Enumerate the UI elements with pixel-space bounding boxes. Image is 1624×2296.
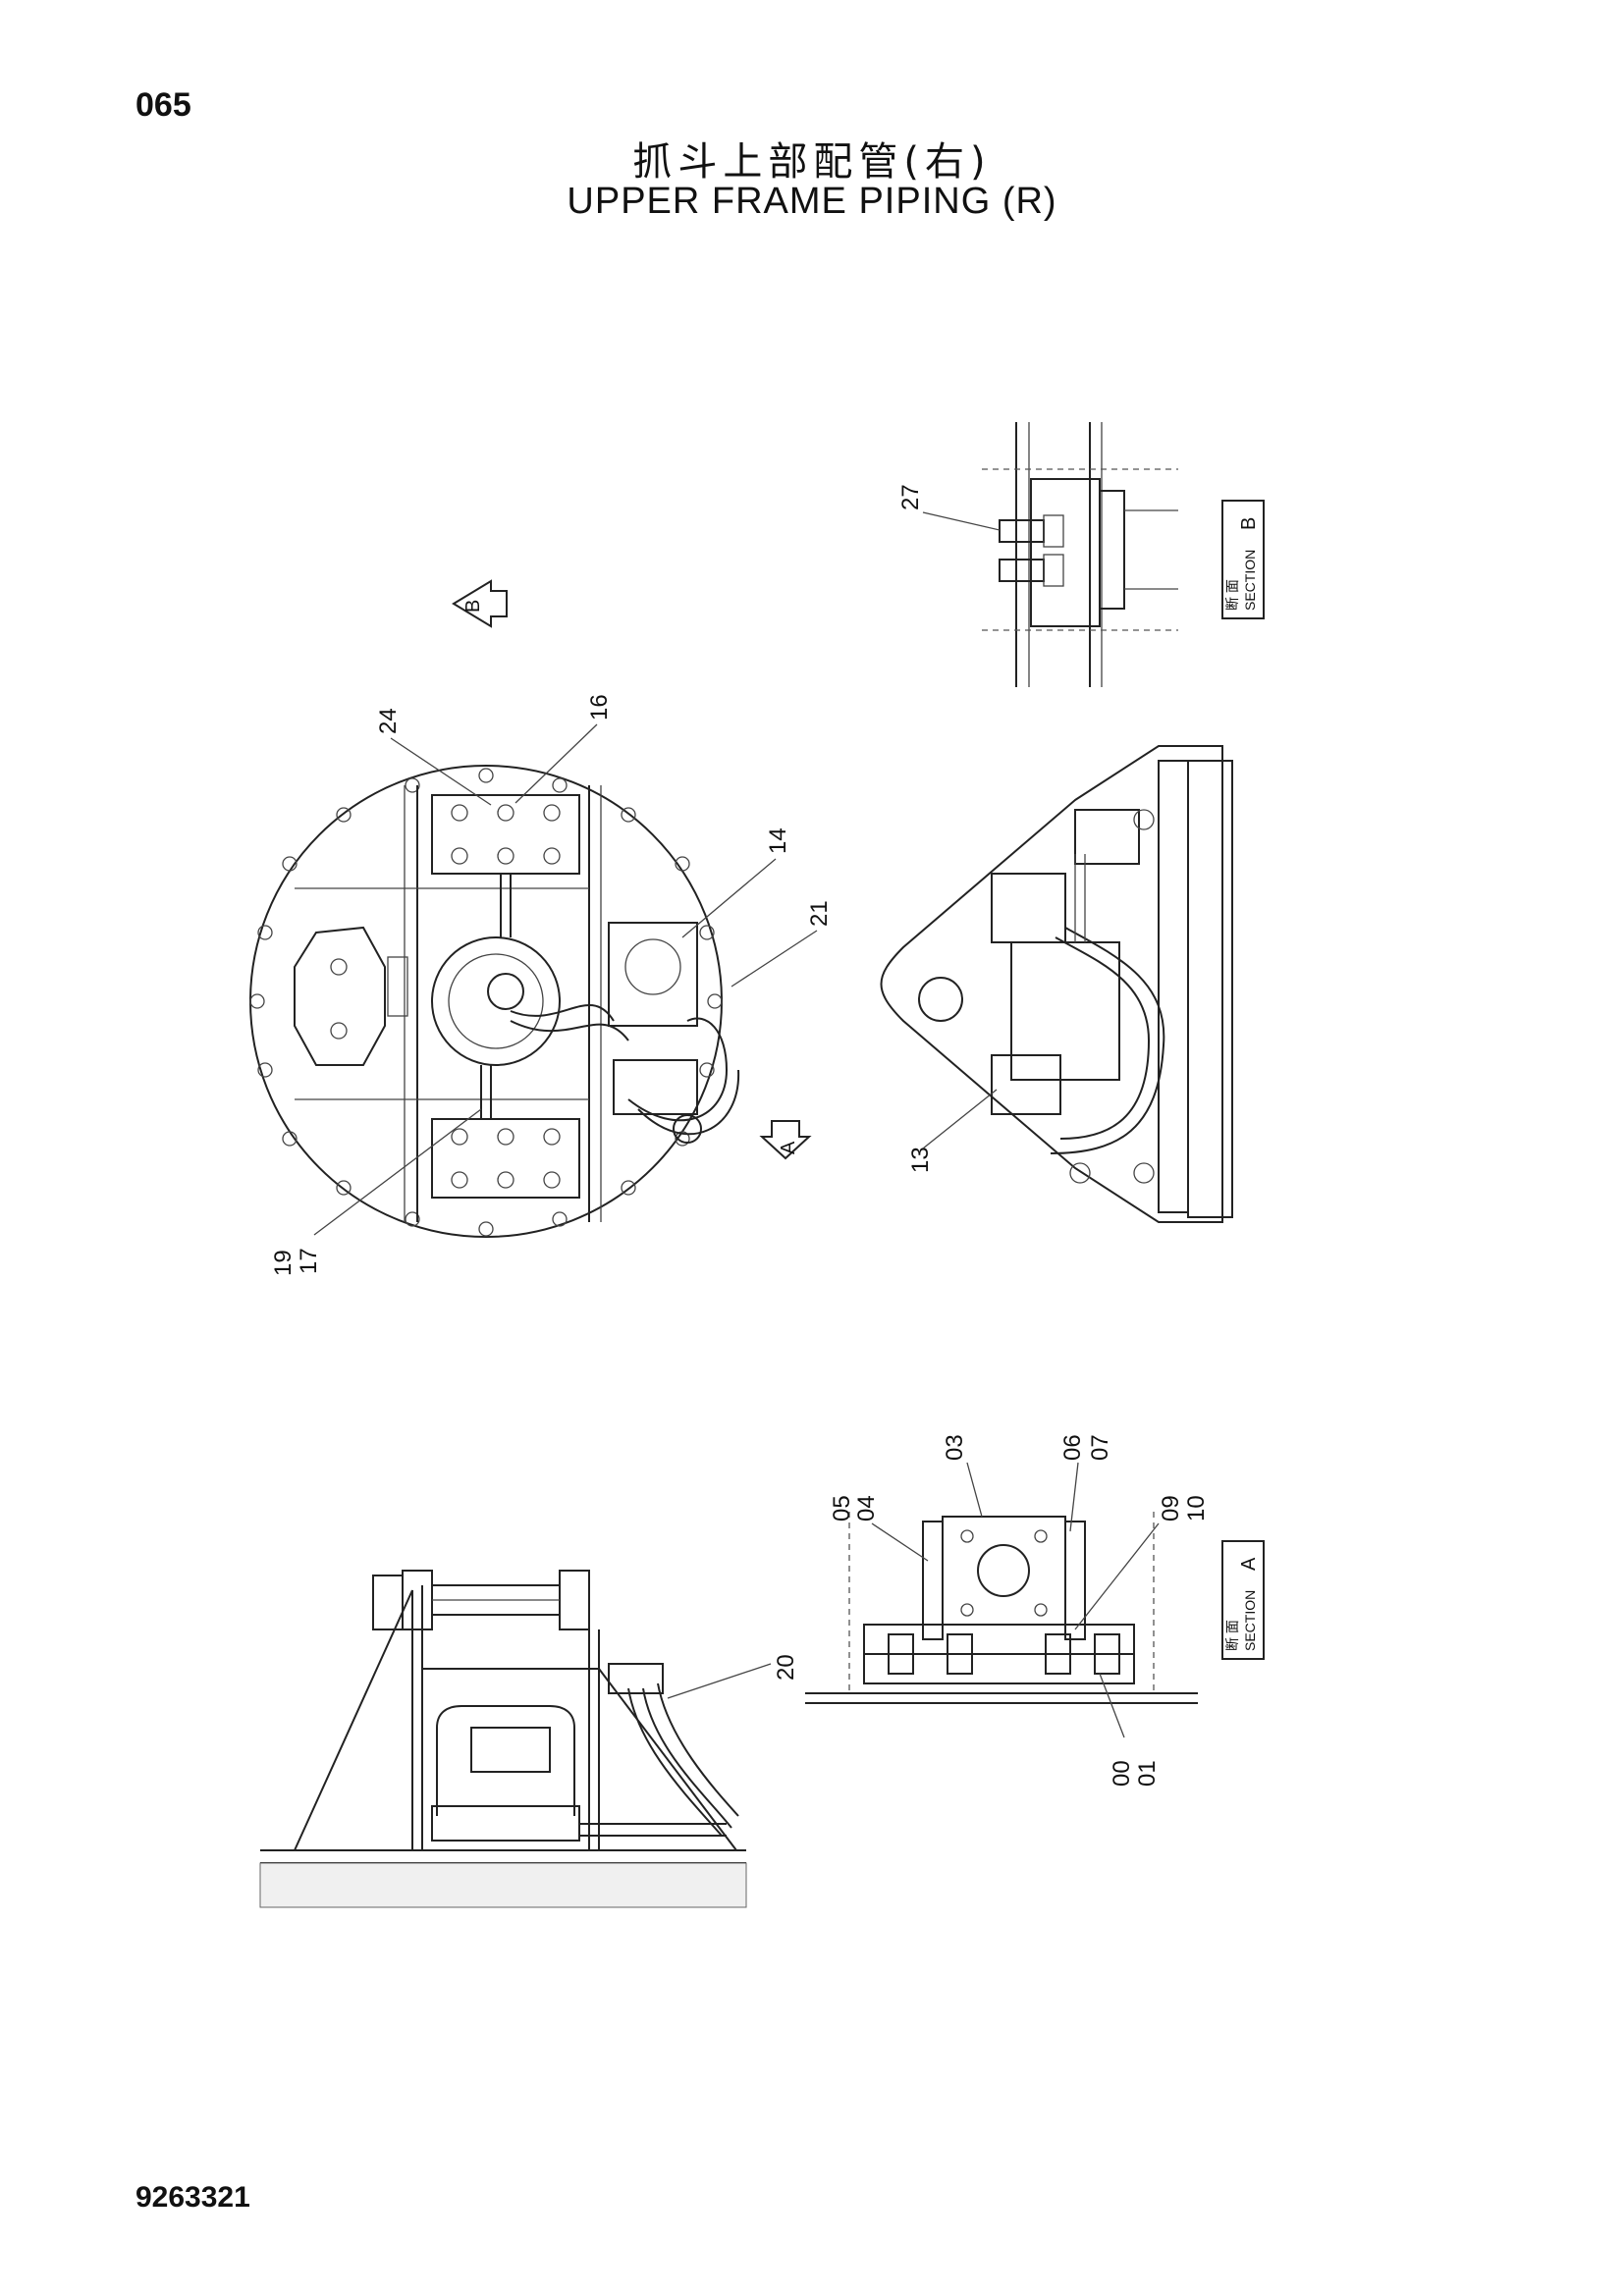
part-label-17: 17 — [296, 1248, 322, 1274]
section-b-en: SECTION — [1242, 550, 1258, 611]
part-label-09: 09 — [1158, 1495, 1184, 1522]
part-label-04: 04 — [853, 1495, 880, 1522]
part-label-07: 07 — [1087, 1434, 1113, 1461]
section-a-cn: 断 面 — [1224, 1620, 1240, 1651]
section-b-letter: B — [1238, 517, 1260, 530]
part-label-05: 05 — [829, 1495, 855, 1522]
part-label-14: 14 — [765, 828, 791, 854]
part-label-16: 16 — [586, 694, 613, 721]
section-b-box: 断 面 SECTION B — [1221, 500, 1265, 619]
elevation-view — [259, 1570, 747, 1908]
leader-27 — [922, 511, 1001, 531]
part-label-27: 27 — [897, 484, 924, 510]
part-label-24: 24 — [375, 708, 402, 734]
view-marker-b-letter: B — [462, 600, 484, 613]
plan-view — [249, 765, 740, 1238]
part-label-21: 21 — [806, 900, 833, 927]
part-label-00: 00 — [1109, 1760, 1135, 1787]
part-label-01: 01 — [1134, 1760, 1161, 1787]
side-view — [880, 745, 1233, 1223]
title-chinese: 抓斗上部配管(右) — [632, 139, 992, 185]
section-a-en: SECTION — [1242, 1590, 1258, 1651]
view-marker-b: B — [452, 579, 508, 628]
view-marker-a: A — [759, 1120, 812, 1160]
part-label-19: 19 — [270, 1250, 297, 1276]
section-a-letter: A — [1238, 1557, 1260, 1571]
section-a-view — [805, 1512, 1198, 1704]
part-label-10: 10 — [1183, 1495, 1210, 1522]
part-label-20: 20 — [773, 1654, 799, 1681]
page-number: 065 — [135, 86, 191, 124]
section-a-box: 断 面 SECTION A — [1221, 1540, 1265, 1660]
title-english: UPPER FRAME PIPING (R) — [567, 181, 1057, 222]
part-label-03: 03 — [942, 1434, 968, 1461]
part-label-13: 13 — [907, 1147, 934, 1173]
document-number: 9263321 — [135, 2181, 250, 2214]
part-label-06: 06 — [1059, 1434, 1086, 1461]
section-b-view — [982, 422, 1178, 687]
section-b-cn: 断 面 — [1224, 579, 1240, 611]
view-marker-a-letter: A — [778, 1141, 799, 1154]
